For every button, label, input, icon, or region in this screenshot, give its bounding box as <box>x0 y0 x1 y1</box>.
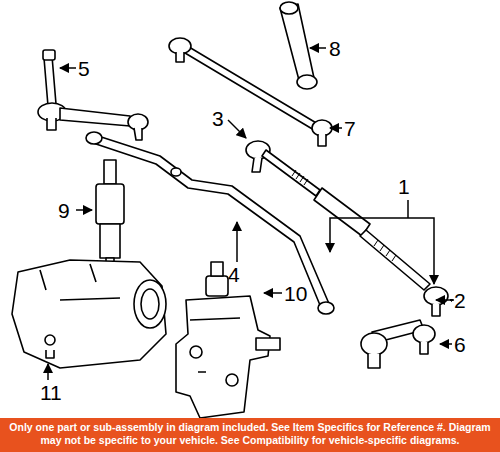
notice-text: Only one part or sub-assembly in diagram… <box>6 421 494 448</box>
callout-number: 9 <box>58 200 70 221</box>
callout-number: 3 <box>212 108 224 129</box>
callout-number: 8 <box>329 38 341 59</box>
idler-arm <box>280 2 317 89</box>
steering-gear <box>176 262 280 418</box>
callout-number: 5 <box>78 58 90 79</box>
outer-tie-rod-end <box>361 320 435 368</box>
drag-link <box>169 38 332 146</box>
tie-rod-end <box>424 287 448 316</box>
notice-band: Only one part or sub-assembly in diagram… <box>0 418 500 452</box>
callout-number: 1 <box>398 176 410 197</box>
callout-number: 10 <box>284 283 307 304</box>
callout-number: 2 <box>454 290 466 311</box>
tie-rod-assembly <box>246 141 430 290</box>
steering-shaft <box>96 160 124 270</box>
callout-number: 7 <box>344 118 356 139</box>
callout-number: 6 <box>454 334 466 355</box>
pitman-arm <box>38 50 148 140</box>
callout-number: 11 <box>40 382 62 403</box>
leader-lines <box>48 48 454 380</box>
gear-housing <box>12 260 166 368</box>
callout-number: 4 <box>228 264 240 285</box>
